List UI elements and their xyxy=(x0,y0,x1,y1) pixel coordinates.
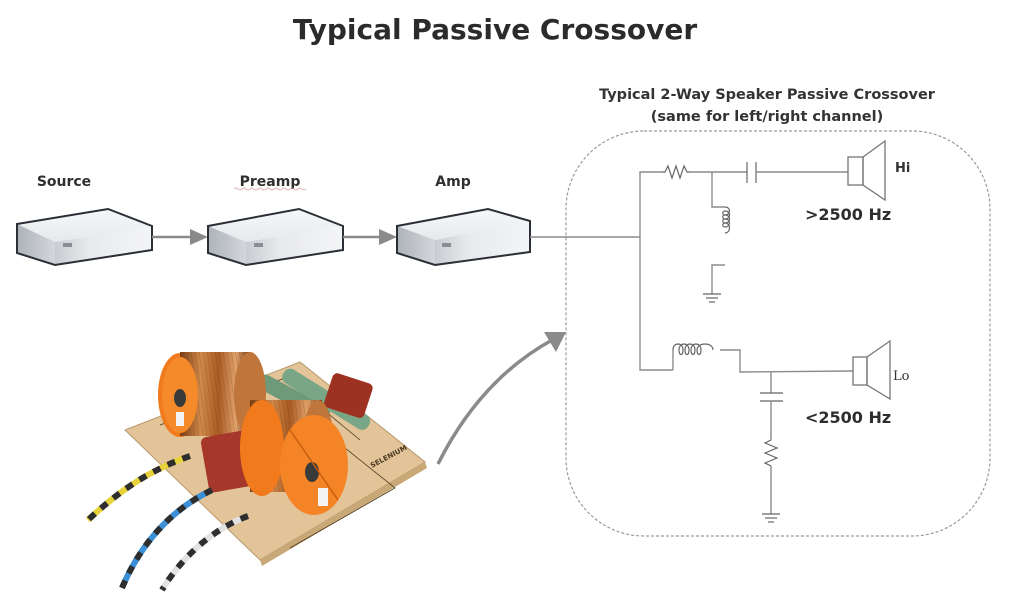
inductor-coil-component xyxy=(158,352,266,437)
inductor-symbol-icon xyxy=(672,343,714,356)
curved-arrow-icon xyxy=(436,332,566,465)
amp-label: Amp xyxy=(435,174,470,190)
crossover-panel-border xyxy=(565,130,991,537)
speaker-wires xyxy=(85,453,250,592)
indicator-light-icon xyxy=(254,243,263,247)
crossover-subtitle: (same for left/right channel) xyxy=(651,109,883,125)
woofer-speaker-icon xyxy=(852,339,891,401)
lo-speaker-label: Lo xyxy=(893,369,910,384)
input-bus-wire xyxy=(639,171,673,371)
low-pass-branch: Lo <2500 Hz xyxy=(672,339,910,523)
capacitor-component xyxy=(324,373,373,418)
hi-speaker-label: Hi xyxy=(895,161,910,176)
ground-icon xyxy=(703,293,721,303)
page-title: Typical Passive Crossover xyxy=(293,13,697,46)
source-label: Source xyxy=(37,174,91,190)
resistor-symbol-icon xyxy=(763,439,779,467)
amp-device-box xyxy=(396,207,531,267)
source-device-box xyxy=(16,207,153,267)
indicator-light-icon xyxy=(63,243,72,247)
arrow-right-icon xyxy=(152,229,208,245)
arrow-right-icon xyxy=(343,229,397,245)
crossover-title: Typical 2-Way Speaker Passive Crossover xyxy=(599,87,936,103)
inductor-coil-component xyxy=(240,400,348,515)
crossover-board-photo: SELENIUM xyxy=(85,352,427,592)
high-pass-branch: Hi >2500 Hz xyxy=(662,139,910,303)
tweeter-speaker-icon xyxy=(847,139,886,202)
preamp-device-box xyxy=(207,207,344,267)
inductor-symbol-icon xyxy=(722,206,731,234)
high-frequency-label: >2500 Hz xyxy=(805,205,891,224)
spellcheck-underline xyxy=(233,187,307,191)
resistor-symbol-icon xyxy=(662,164,690,180)
preamp-label: Preamp xyxy=(240,174,301,190)
low-frequency-label: <2500 Hz xyxy=(805,408,891,427)
indicator-light-icon xyxy=(442,243,451,247)
ground-icon xyxy=(762,513,780,523)
